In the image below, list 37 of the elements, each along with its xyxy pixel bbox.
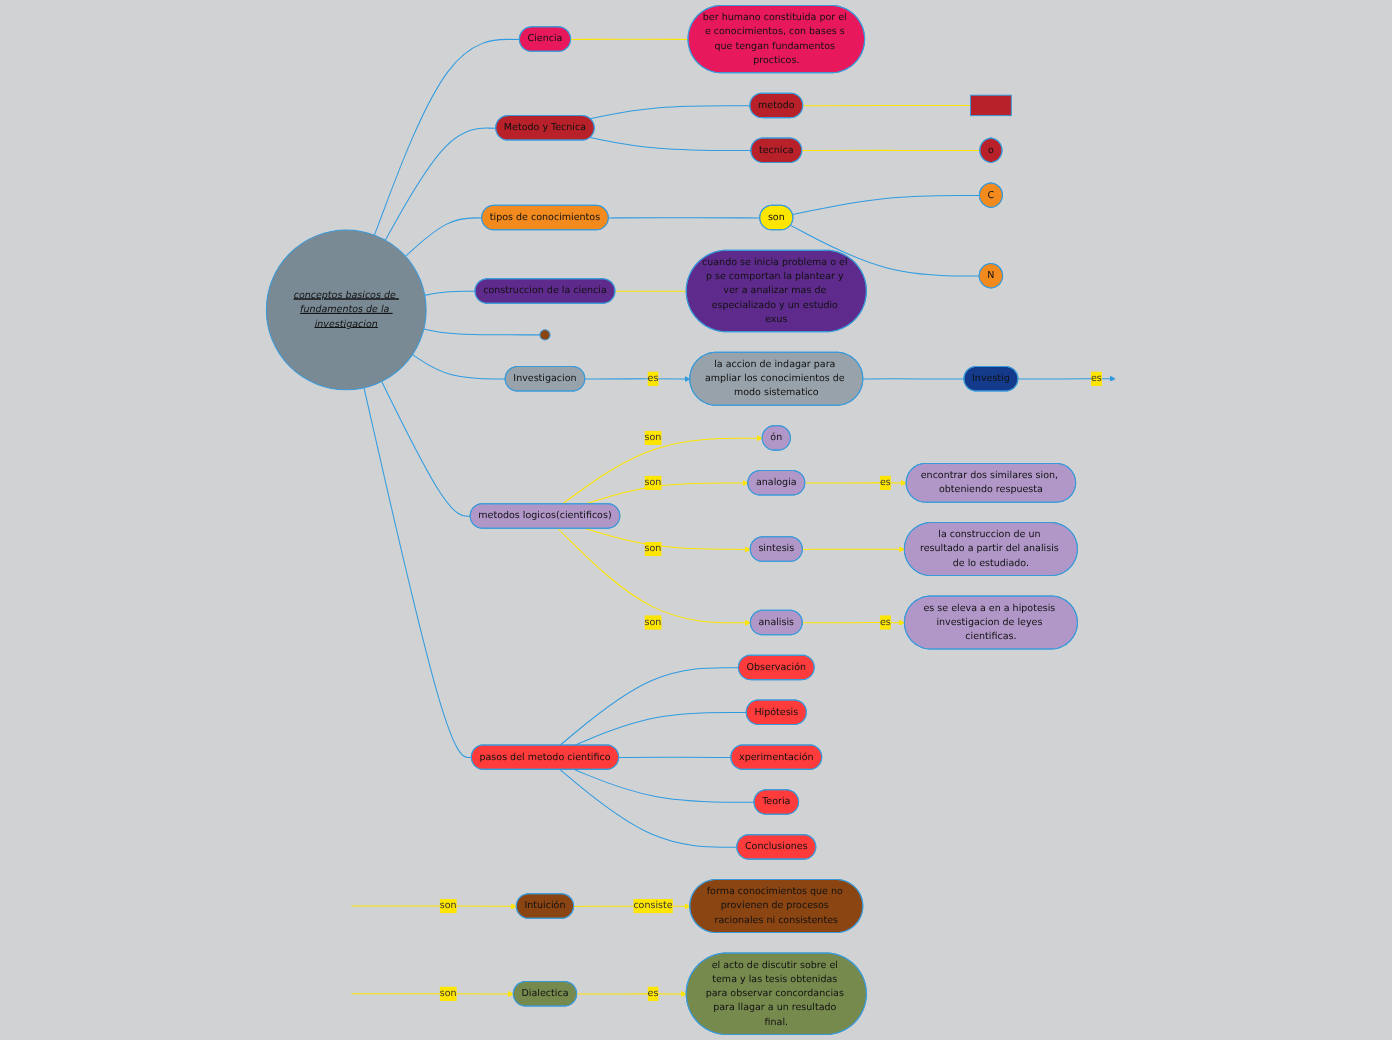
arrow — [1017, 375, 1116, 382]
arrow — [584, 376, 691, 382]
arrow — [584, 528, 751, 553]
connector — [802, 104, 971, 107]
node-box — [970, 94, 1012, 117]
connector — [618, 756, 732, 758]
connector — [363, 387, 473, 758]
connector — [381, 381, 471, 517]
connector — [801, 149, 981, 152]
connector — [614, 290, 688, 292]
arrow — [561, 435, 763, 505]
arrow — [804, 480, 907, 486]
node-circle — [539, 329, 551, 341]
connector — [559, 667, 740, 746]
connector — [570, 38, 689, 40]
arrow — [584, 480, 749, 505]
connector — [404, 217, 483, 257]
arrow — [802, 619, 905, 626]
connector — [589, 105, 751, 120]
connector — [574, 712, 748, 746]
connector — [411, 354, 506, 380]
connector — [589, 137, 752, 152]
arrow — [350, 991, 514, 998]
arrow — [557, 528, 751, 626]
connector — [559, 769, 738, 848]
connector — [792, 194, 981, 216]
connector — [790, 224, 981, 277]
connector — [384, 127, 497, 241]
connector — [423, 328, 541, 336]
connector — [424, 290, 476, 296]
arrow — [802, 546, 905, 553]
connector — [862, 378, 965, 380]
connector — [608, 217, 761, 219]
arrow — [576, 991, 687, 998]
connector — [373, 38, 521, 236]
connector — [574, 769, 755, 803]
arrow — [350, 903, 517, 910]
